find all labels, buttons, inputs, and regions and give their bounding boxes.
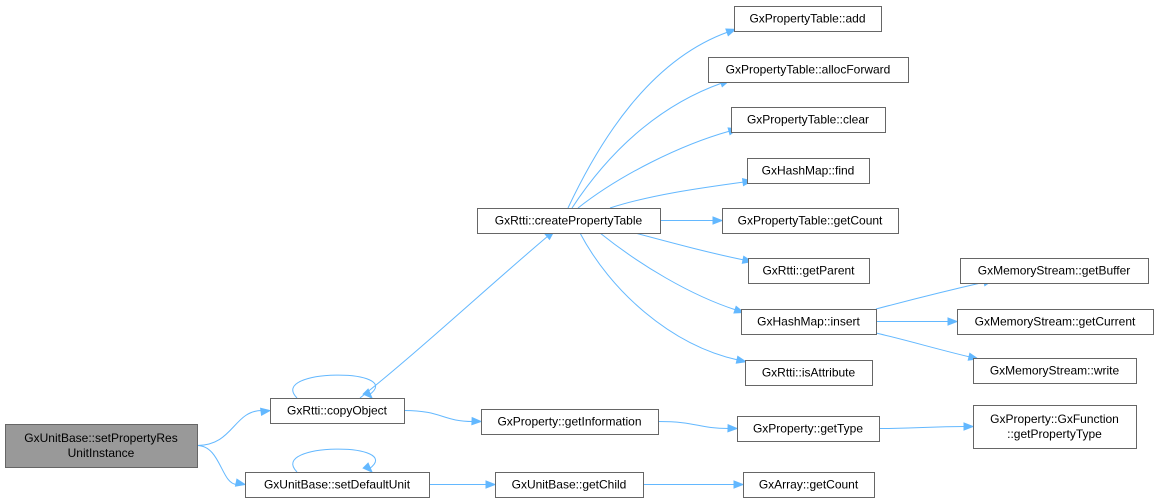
edge-getInformation-to-getType	[657, 421, 739, 433]
node-box	[245, 472, 430, 498]
edge-getChild-to-arrGetCount	[643, 480, 745, 489]
edge-createPropertyTable-to-ptGetCount	[660, 216, 724, 225]
node-getPropertyType[interactable]: GxProperty::GxFunction::getPropertyType	[973, 405, 1137, 449]
node-ptAllocForward[interactable]: GxPropertyTable::allocForward	[708, 57, 909, 83]
node-createPropertyTable[interactable]: GxRtti::createPropertyTable	[477, 208, 661, 234]
node-box	[737, 416, 880, 442]
nodes-layer: GxUnitBase::setPropertyResUnitInstanceGx…	[5, 6, 1154, 498]
node-setDefaultUnit[interactable]: GxUnitBase::setDefaultUnit	[245, 472, 430, 498]
node-arrGetCount[interactable]: GxArray::getCount	[743, 472, 875, 498]
node-hmFind[interactable]: GxHashMap::find	[747, 158, 870, 184]
edge-createPropertyTable-to-ptAdd	[567, 28, 737, 209]
node-label: GxPropertyTable::getCount	[738, 214, 883, 228]
node-box	[734, 6, 882, 32]
node-getParent[interactable]: GxRtti::getParent	[748, 258, 870, 284]
node-label: GxMemoryStream::getCurrent	[975, 315, 1136, 329]
node-label: GxArray::getCount	[759, 478, 859, 492]
node-label: GxRtti::createPropertyTable	[495, 214, 643, 228]
node-label: GxHashMap::find	[762, 164, 855, 178]
node-label: GxUnitBase::setPropertyRes	[24, 431, 177, 445]
edge-setDefaultUnit-to-getChild	[429, 480, 497, 489]
node-box	[5, 424, 198, 468]
edges-layer	[196, 28, 995, 489]
edge-root-to-copyObject	[196, 407, 272, 446]
edge-createPropertyTable-to-ptAllocForward	[571, 79, 731, 209]
edge-root-to-setDefaultUnit	[196, 445, 247, 487]
node-label: UnitInstance	[68, 446, 135, 460]
node-label: ::getPropertyType	[1007, 427, 1102, 441]
edge-createPropertyTable-to-hmInsert	[599, 232, 745, 314]
node-ptAdd[interactable]: GxPropertyTable::add	[734, 6, 882, 32]
node-box	[741, 309, 877, 335]
node-label: GxProperty::GxFunction	[990, 412, 1119, 426]
node-label: GxMemoryStream::write	[990, 364, 1120, 378]
node-box	[748, 258, 870, 284]
node-box	[270, 398, 405, 424]
edge-getType-to-getPropertyType	[878, 422, 975, 431]
node-label: GxUnitBase::getChild	[512, 478, 627, 492]
edge-hmInsert-to-msGetCurrent	[876, 317, 959, 326]
edge-createPropertyTable-to-isAttribute	[579, 232, 748, 364]
node-label: GxUnitBase::setDefaultUnit	[264, 478, 411, 492]
node-label: GxRtti::copyObject	[287, 404, 388, 418]
edge-hmInsert-to-msWrite	[875, 332, 980, 361]
node-label: GxPropertyTable::allocForward	[726, 63, 891, 77]
node-box	[495, 472, 644, 498]
node-box	[973, 405, 1137, 449]
node-box	[747, 158, 870, 184]
node-msWrite[interactable]: GxMemoryStream::write	[973, 358, 1137, 384]
node-box	[708, 57, 909, 83]
node-getInformation[interactable]: GxProperty::getInformation	[481, 409, 659, 435]
edge-createPropertyTable-to-hmFind	[609, 178, 754, 209]
node-box	[957, 309, 1154, 335]
node-copyObject[interactable]: GxRtti::copyObject	[270, 398, 405, 424]
node-getType[interactable]: GxProperty::getType	[737, 416, 880, 442]
edge-copyObject-to-getInformation	[403, 410, 483, 426]
node-label: GxProperty::getInformation	[497, 415, 641, 429]
node-hmInsert[interactable]: GxHashMap::insert	[741, 309, 877, 335]
edge-createPropertyTable-to-getParent	[634, 232, 754, 264]
node-label: GxHashMap::insert	[757, 315, 860, 329]
node-msGetBuffer[interactable]: GxMemoryStream::getBuffer	[960, 258, 1149, 284]
node-label: GxRtti::getParent	[762, 264, 855, 278]
node-label: GxRtti::isAttribute	[762, 366, 856, 380]
edge-copyObject-to-copyObject	[292, 374, 377, 399]
node-ptGetCount[interactable]: GxPropertyTable::getCount	[722, 208, 899, 234]
node-box	[481, 409, 659, 435]
node-box	[743, 472, 875, 498]
node-label: GxPropertyTable::clear	[747, 113, 869, 127]
node-isAttribute[interactable]: GxRtti::isAttribute	[745, 360, 873, 386]
node-msGetCurrent[interactable]: GxMemoryStream::getCurrent	[957, 309, 1154, 335]
node-ptClear[interactable]: GxPropertyTable::clear	[731, 107, 886, 133]
node-label: GxPropertyTable::add	[749, 12, 865, 26]
node-box	[745, 360, 873, 386]
node-getChild[interactable]: GxUnitBase::getChild	[495, 472, 644, 498]
node-box	[960, 258, 1149, 284]
node-box	[731, 107, 886, 133]
node-box	[973, 358, 1137, 384]
edge-copyObject-to-createPropertyTable	[359, 229, 556, 399]
node-label: GxMemoryStream::getBuffer	[978, 264, 1131, 278]
node-box	[722, 208, 899, 234]
edge-setDefaultUnit-to-setDefaultUnit	[292, 448, 377, 473]
node-box	[477, 208, 661, 234]
node-label: GxProperty::getType	[753, 422, 863, 436]
